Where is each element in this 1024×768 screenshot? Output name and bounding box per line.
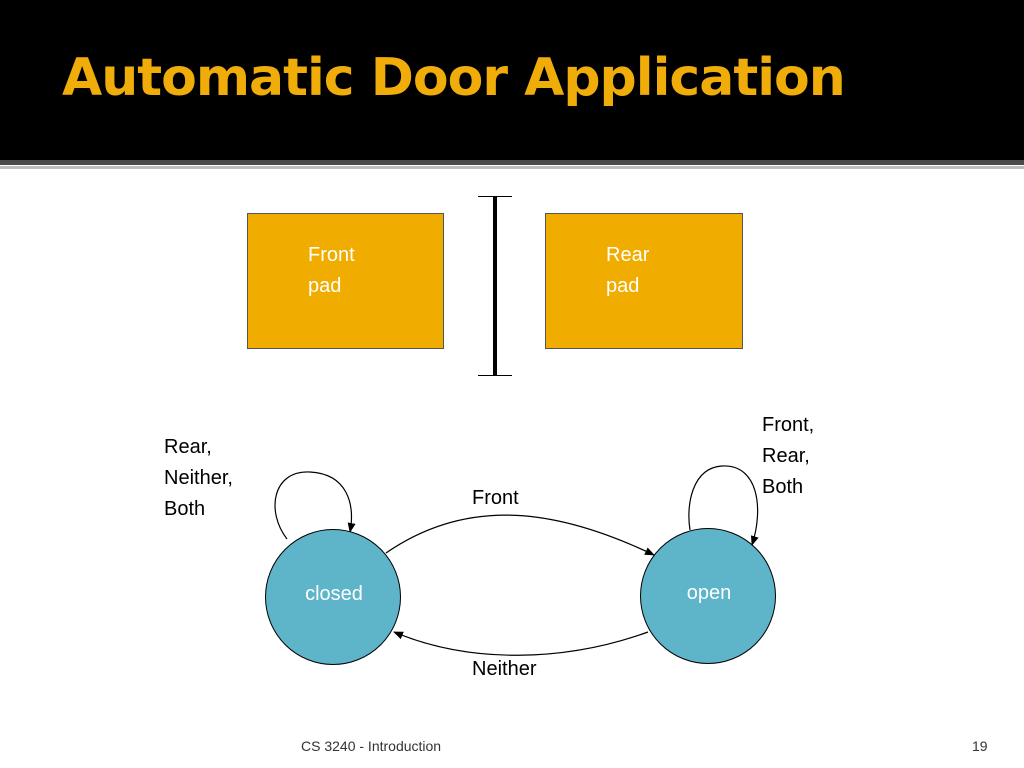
page-number: 19 (972, 738, 988, 754)
open-self-loop-arrow (688, 465, 759, 546)
closed-to-open-arrow (385, 514, 655, 556)
open-self-loop-label: Front, Rear, Both (762, 414, 815, 498)
closed-self-loop-arrow (274, 471, 356, 540)
rear-pad-label: Rear pad (606, 244, 650, 297)
rear-pad: Rear pad (545, 213, 743, 349)
footer-text: CS 3240 - Introduction (301, 738, 442, 754)
title-divider-dark (0, 160, 1024, 165)
state-open: open (640, 528, 776, 664)
door-top-cap (478, 196, 512, 197)
closed-self-loop-label: Rear, Neither, Both (164, 436, 233, 520)
door (493, 197, 497, 376)
state-open-label: open (686, 582, 732, 604)
title-divider-light (0, 166, 1024, 169)
closed-to-open-label: Front (472, 487, 519, 509)
title-bar: Automatic Door Application (0, 0, 1024, 160)
door-bottom-cap (478, 375, 512, 376)
front-pad: Front pad (247, 213, 444, 349)
state-closed: closed (265, 529, 401, 665)
slide-title: Automatic Door Application (62, 48, 846, 108)
open-to-closed-arrow (393, 631, 649, 656)
state-closed-label: closed (305, 583, 363, 605)
open-to-closed-label: Neither (472, 658, 537, 680)
front-pad-label: Front pad (308, 244, 355, 297)
